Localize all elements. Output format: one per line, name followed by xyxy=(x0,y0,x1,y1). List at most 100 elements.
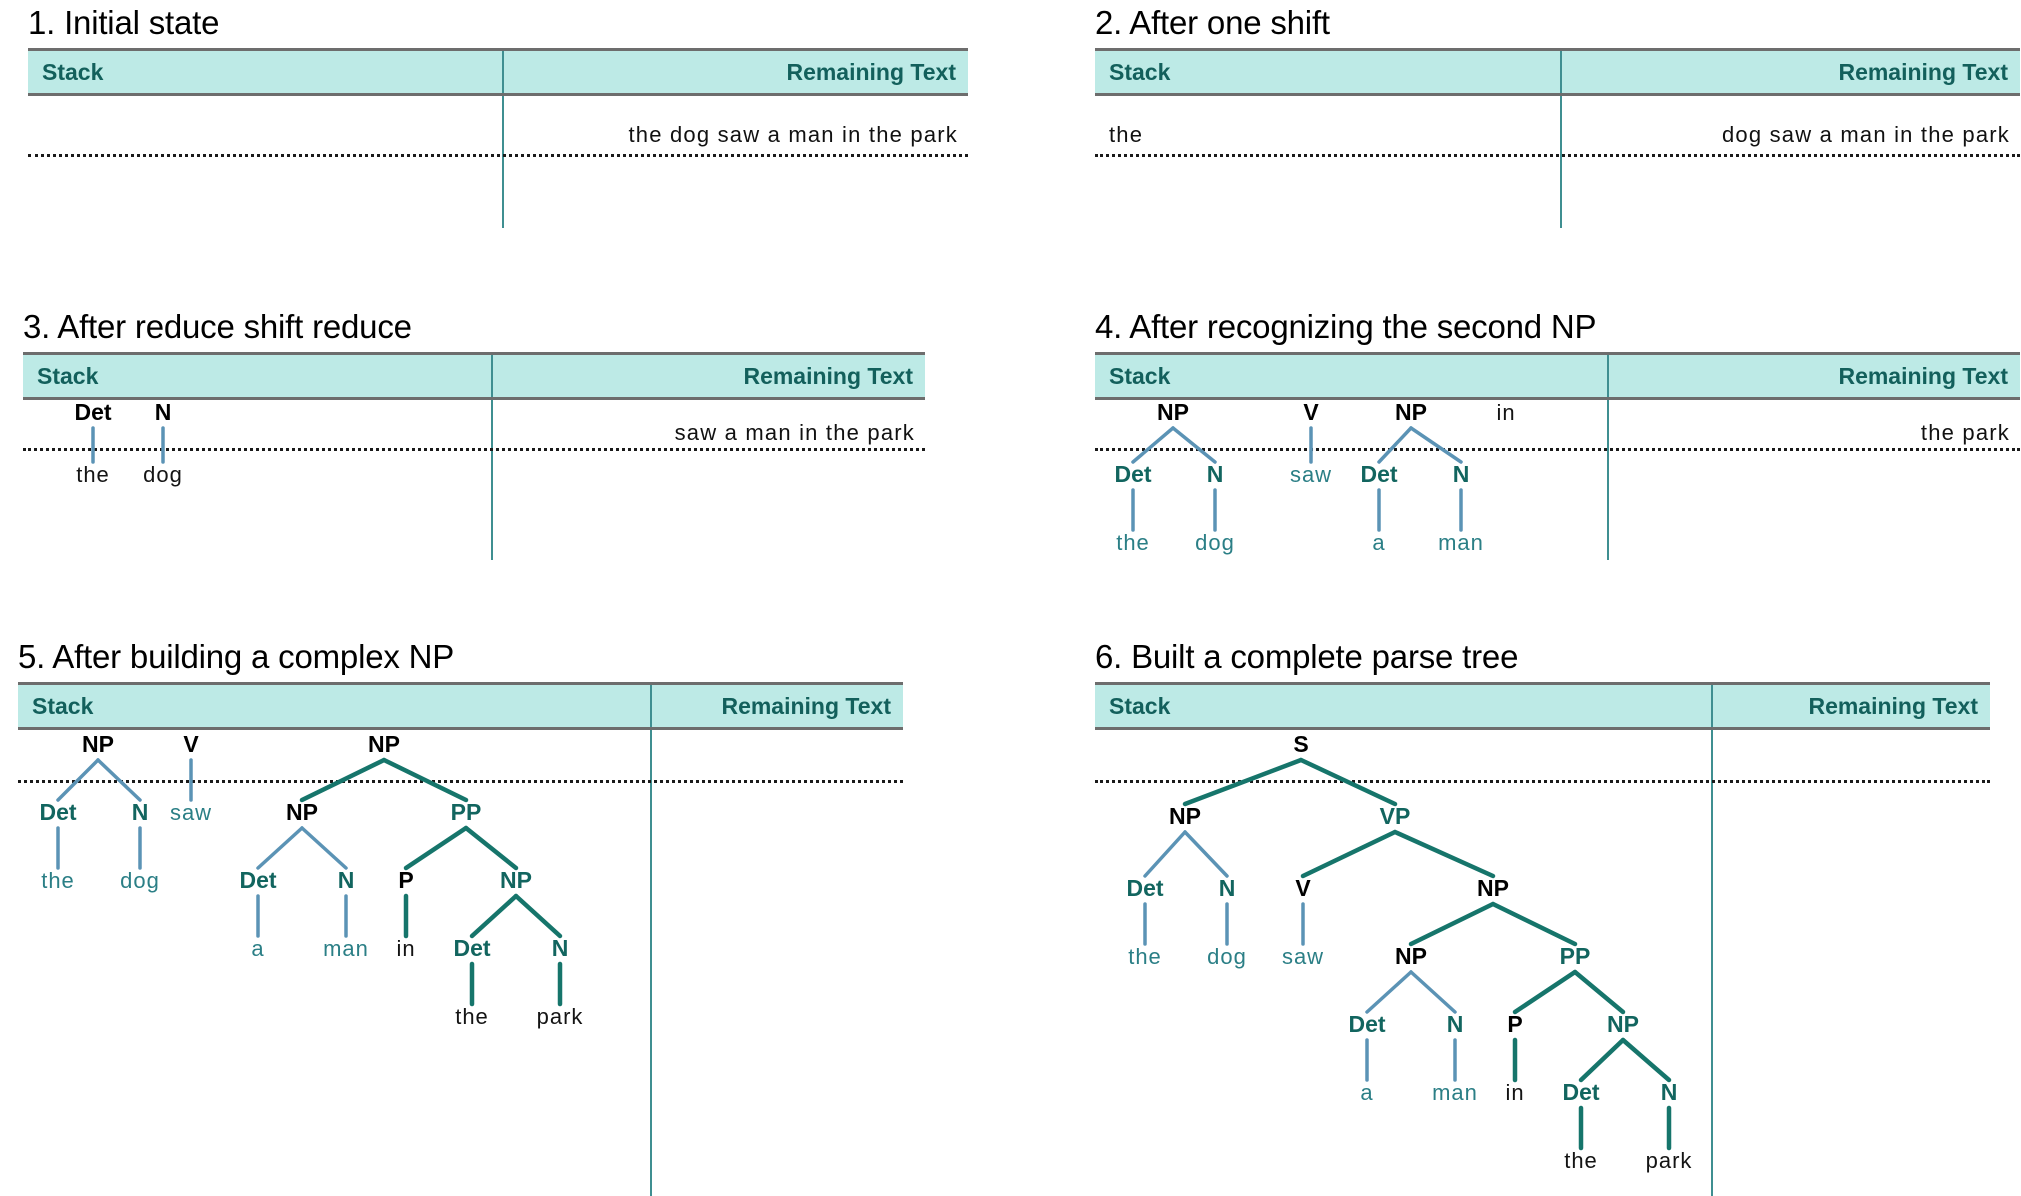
tree-node-label: S xyxy=(1293,731,1308,757)
tree-edge xyxy=(1143,830,1187,878)
panel-2-title: 2. After one shift xyxy=(1095,4,1330,41)
tree-leaf-word: a xyxy=(1372,530,1385,555)
panel-6: 6. Built a complete parse tree Stack Rem… xyxy=(1095,638,1990,1196)
tree-leaf-word: dog xyxy=(1207,944,1247,969)
tree-node-label: N xyxy=(1447,1011,1464,1037)
tree-node-label: Det xyxy=(1348,1011,1385,1037)
tree-node-label: N xyxy=(155,399,172,425)
tree-edge xyxy=(256,826,304,870)
tree-node-label: N xyxy=(1453,461,1470,487)
tree-leaf-word: saw xyxy=(1282,944,1324,969)
tree-node-label: NP xyxy=(82,731,114,757)
tree-node-label: NP xyxy=(1395,943,1427,969)
tree-leaf-word: the xyxy=(41,868,75,893)
panel-5-table-header: Stack Remaining Text xyxy=(18,682,903,730)
tree-edge xyxy=(513,893,563,939)
panel-3-table: Stack Remaining Text saw a man in the pa… xyxy=(23,352,925,560)
tree-edge xyxy=(1392,829,1496,879)
tree-node-label: VP xyxy=(1380,803,1411,829)
panel-3-column-divider xyxy=(491,400,493,560)
tree-node-label: Det xyxy=(239,867,276,893)
tree-node-label: P xyxy=(398,867,413,893)
panel-2-header-divider xyxy=(1560,51,1562,93)
tree-edge xyxy=(1183,830,1229,878)
tree-node-label: N xyxy=(338,867,355,893)
tree-leaf-word: dog xyxy=(1195,530,1235,555)
tree-node-label: PP xyxy=(451,799,482,825)
tree-leaf-word: a xyxy=(1360,1080,1373,1105)
tree-edge xyxy=(1578,1037,1626,1083)
tree-node-label: NP xyxy=(1477,875,1509,901)
tree-edge xyxy=(1171,426,1217,464)
panel-4-header-divider xyxy=(1607,355,1609,397)
tree-edge xyxy=(299,757,387,803)
tree-node-label: NP xyxy=(1169,803,1201,829)
tree-node-label: Det xyxy=(1126,875,1163,901)
tree-leaf-word: the xyxy=(1564,1148,1598,1173)
panel-1-table-body: the dog saw a man in the park xyxy=(28,96,968,228)
panel-1-column-divider xyxy=(502,96,504,228)
panel-4: 4. After recognizing the second NP Stack… xyxy=(1095,308,2020,560)
tree-leaf-word: in xyxy=(1505,1080,1524,1105)
tree-node-label: Det xyxy=(1360,461,1397,487)
panel-1: 1. Initial state Stack Remaining Text th… xyxy=(28,4,968,228)
panel-6-header-stack: Stack xyxy=(1109,693,1171,719)
tree-leaf-word: man xyxy=(323,936,369,961)
tree-leaf-word: the xyxy=(455,1004,489,1029)
panel-4-table-header: Stack Remaining Text xyxy=(1095,352,2020,400)
panel-6-header-remaining: Remaining Text xyxy=(1808,693,1978,719)
tree-node-label: V xyxy=(183,731,199,757)
panel-4-header-remaining: Remaining Text xyxy=(1838,363,2008,389)
tree-edge xyxy=(300,826,348,870)
tree-node-label: Det xyxy=(453,935,490,961)
tree-node-label: N xyxy=(132,799,149,825)
tree-node-label: NP xyxy=(1157,399,1189,425)
panel-2-table-body: the dog saw a man in the park xyxy=(1095,96,2020,228)
panel-1-table: Stack Remaining Text the dog saw a man i… xyxy=(28,48,968,228)
tree-node-label: NP xyxy=(1395,399,1427,425)
panel-2-header-stack: Stack xyxy=(1109,59,1171,85)
tree-node-label: N xyxy=(1661,1079,1678,1105)
panel-5-header-remaining: Remaining Text xyxy=(721,693,891,719)
panel-1-header-stack: Stack xyxy=(42,59,104,85)
panel-1-remaining-content: the dog saw a man in the park xyxy=(628,122,958,147)
tree-node-label: PP xyxy=(1560,943,1591,969)
tree-leaf-word: the xyxy=(76,462,110,487)
panel-3-header-stack: Stack xyxy=(37,363,99,389)
panel-1-stack-baseline xyxy=(28,154,968,157)
panel-3-table-header: Stack Remaining Text xyxy=(23,352,925,400)
panel-2-column-divider xyxy=(1560,96,1562,228)
panel-5-stack-baseline xyxy=(18,780,903,783)
tree-leaf-word: dog xyxy=(143,462,183,487)
tree-edge xyxy=(403,825,469,871)
tree-node-label: Det xyxy=(1114,461,1151,487)
panel-4-remaining-content: the park xyxy=(1920,420,2010,445)
tree-leaf-word: man xyxy=(1432,1080,1478,1105)
panel-3-remaining-content: saw a man in the park xyxy=(674,420,915,445)
tree-edge xyxy=(463,825,519,871)
tree-leaf-word: man xyxy=(1438,530,1484,555)
tree-node-label: V xyxy=(1295,875,1311,901)
panel-6-table-header: Stack Remaining Text xyxy=(1095,682,1990,730)
tree-leaf-word: dog xyxy=(120,868,160,893)
panel-5-column-divider xyxy=(650,730,652,1196)
panel-1-title: 1. Initial state xyxy=(28,4,220,41)
panel-3-title: 3. After reduce shift reduce xyxy=(23,308,412,345)
panel-6-column-divider xyxy=(1711,730,1713,1196)
tree-leaf-word: park xyxy=(537,1004,584,1029)
panel-3-header-remaining: Remaining Text xyxy=(743,363,913,389)
tree-node-label: V xyxy=(1303,399,1319,425)
panel-5-header-stack: Stack xyxy=(32,693,94,719)
tree-edge xyxy=(56,758,100,802)
tree-edge xyxy=(1377,426,1413,464)
panel-1-header-divider xyxy=(502,51,504,93)
panel-6-header-divider xyxy=(1711,685,1713,727)
tree-edge xyxy=(1409,426,1463,464)
tree-node-label: N xyxy=(1219,875,1236,901)
